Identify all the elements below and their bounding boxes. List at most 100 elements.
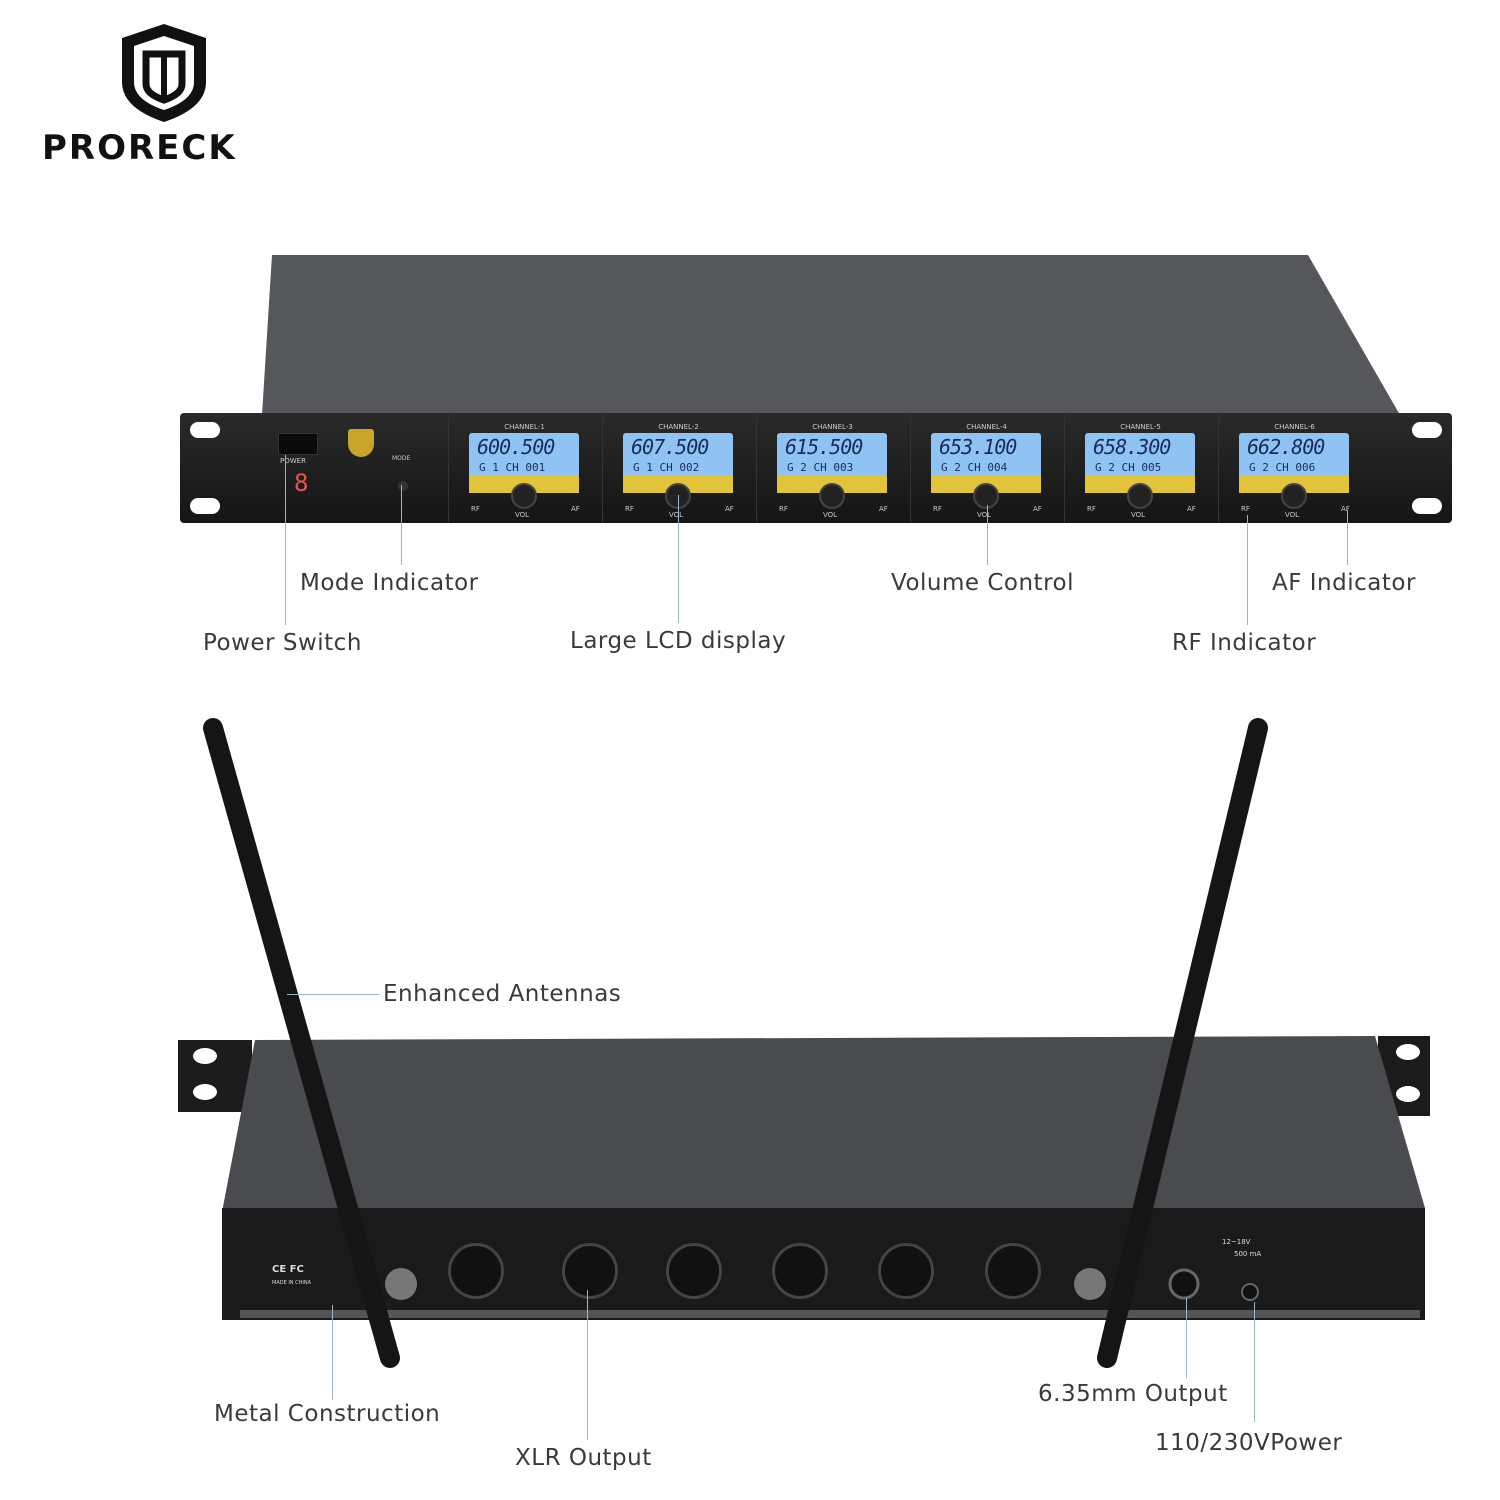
antenna-left	[203, 718, 400, 1368]
antenna-connector-left	[385, 1268, 417, 1300]
brand-badge-icon	[348, 429, 374, 457]
callout-volume-control: Volume Control	[891, 570, 1074, 596]
dc-voltage-label: 12~18V	[1222, 1238, 1251, 1246]
antenna-right	[1097, 718, 1268, 1368]
lcd-frequency: 662.800	[1247, 435, 1325, 459]
channel-5: CHANNEL-5 658.300 G 2 CH 005 RF VOL AF	[1064, 413, 1216, 523]
af-indicator: AF	[1341, 505, 1350, 513]
callout-antennas: Enhanced Antennas	[383, 981, 622, 1007]
lcd-channel: 005	[1141, 461, 1162, 474]
lcd-group: 2	[954, 461, 961, 474]
lcd-channel: 002	[679, 461, 700, 474]
lcd-display: 653.100 G 2 CH 004	[931, 433, 1041, 481]
leader-line	[678, 495, 679, 623]
mode-button[interactable]	[398, 481, 408, 491]
lcd-frequency: 615.500	[785, 435, 863, 459]
vol-label: VOL	[515, 511, 530, 519]
vol-label: VOL	[977, 511, 992, 519]
channel-title: CHANNEL-1	[504, 423, 545, 431]
callout-635-output: 6.35mm Output	[1038, 1381, 1228, 1407]
rf-indicator: RF	[471, 505, 480, 513]
leader-line	[1186, 1298, 1187, 1378]
rf-indicator: RF	[1241, 505, 1250, 513]
channel-title: CHANNEL-6	[1274, 423, 1315, 431]
lcd-display: 658.300 G 2 CH 005	[1085, 433, 1195, 481]
vol-label: VOL	[1131, 511, 1146, 519]
leader-line	[1254, 1302, 1255, 1422]
vol-label: VOL	[1285, 511, 1300, 519]
volume-knob[interactable]	[1281, 483, 1307, 509]
volume-knob[interactable]	[511, 483, 537, 509]
rf-indicator: RF	[1087, 505, 1096, 513]
lcd-frequency: 653.100	[939, 435, 1017, 459]
lcd-frequency: 607.500	[631, 435, 709, 459]
ce-fc-mark: CE FC	[272, 1264, 304, 1275]
xlr-port-5	[878, 1243, 934, 1299]
af-indicator: AF	[571, 505, 580, 513]
lcd-frequency: 600.500	[477, 435, 555, 459]
lcd-channel: 004	[987, 461, 1008, 474]
jack-635-port	[1168, 1268, 1200, 1300]
lcd-channel: 003	[833, 461, 854, 474]
volume-knob[interactable]	[973, 483, 999, 509]
callout-af-indicator: AF Indicator	[1272, 570, 1416, 596]
lcd-group-channel: G 2 CH 005	[1095, 461, 1162, 474]
vol-label: VOL	[669, 511, 684, 519]
xlr-port-4	[772, 1243, 828, 1299]
lcd-frequency: 658.300	[1093, 435, 1171, 459]
channel-title: CHANNEL-3	[812, 423, 853, 431]
power-label: POWER	[280, 457, 306, 465]
callout-mode-indicator: Mode Indicator	[300, 570, 479, 596]
brand-logo-text: PRORECK	[42, 128, 237, 168]
callout-power: 110/230VPower	[1155, 1430, 1343, 1456]
lcd-group-channel: G 1 CH 002	[633, 461, 700, 474]
lcd-display: 607.500 G 1 CH 002	[623, 433, 733, 481]
xlr-port-2	[562, 1243, 618, 1299]
callout-metal-construction: Metal Construction	[214, 1401, 441, 1427]
channel-title: CHANNEL-5	[1120, 423, 1161, 431]
channel-title: CHANNEL-2	[658, 423, 699, 431]
dc-power-port	[1241, 1283, 1259, 1301]
leader-line	[332, 1305, 333, 1400]
lcd-group-channel: G 2 CH 004	[941, 461, 1008, 474]
xlr-port-3	[666, 1243, 722, 1299]
rf-indicator: RF	[933, 505, 942, 513]
af-indicator: AF	[879, 505, 888, 513]
leader-line	[987, 505, 988, 565]
callout-rf-indicator: RF Indicator	[1172, 630, 1317, 656]
mode-digit-display: 8	[294, 469, 309, 497]
lcd-display: 615.500 G 2 CH 003	[777, 433, 887, 481]
lcd-group-channel: G 2 CH 003	[787, 461, 854, 474]
lcd-channel: 001	[525, 461, 546, 474]
leader-line	[287, 994, 379, 995]
volume-knob[interactable]	[1127, 483, 1153, 509]
mode-label: MODE	[392, 455, 411, 462]
lcd-group: 2	[800, 461, 807, 474]
af-indicator: AF	[725, 505, 734, 513]
antenna-connector-right	[1074, 1268, 1106, 1300]
xlr-port-1	[448, 1243, 504, 1299]
volume-knob[interactable]	[819, 483, 845, 509]
rear-unit-lid	[222, 1036, 1425, 1212]
power-switch[interactable]	[278, 433, 318, 455]
proreck-shield-logo-icon	[122, 24, 206, 122]
vol-label: VOL	[823, 511, 838, 519]
af-indicator: AF	[1033, 505, 1042, 513]
rf-indicator: RF	[625, 505, 634, 513]
callout-power-switch: Power Switch	[203, 630, 362, 656]
af-indicator: AF	[1187, 505, 1196, 513]
leader-line	[1347, 510, 1348, 565]
lcd-group: 2	[1108, 461, 1115, 474]
leader-line	[1247, 515, 1248, 625]
leader-line	[401, 485, 402, 565]
lcd-channel: 006	[1295, 461, 1316, 474]
xlr-port-6	[985, 1243, 1041, 1299]
callout-xlr-output: XLR Output	[515, 1445, 652, 1471]
leader-line	[285, 455, 286, 625]
front-unit-lid	[262, 255, 1400, 415]
